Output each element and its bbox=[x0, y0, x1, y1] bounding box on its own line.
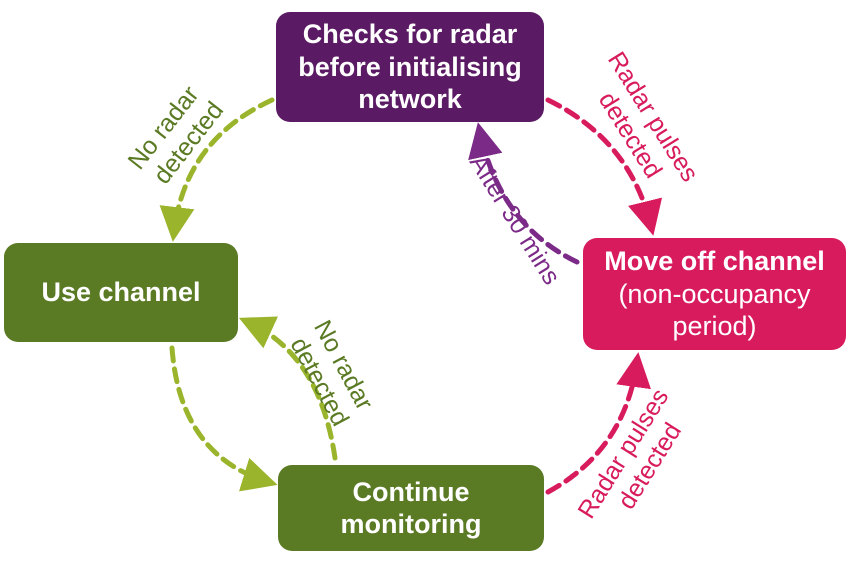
edge-check-to-use bbox=[159, 97, 275, 242]
node-checks-line-1: Checks for radar bbox=[302, 19, 518, 50]
node-move-line-2: period) bbox=[672, 311, 757, 342]
node-use-channel: Use channel bbox=[4, 243, 238, 342]
node-continue-line-2: monitoring bbox=[340, 509, 482, 539]
label-check-to-use: No radar detected bbox=[123, 75, 232, 192]
edge-use-to-continue bbox=[169, 345, 278, 492]
edge-move-to-check bbox=[468, 122, 580, 265]
edge-continue-to-move bbox=[545, 352, 651, 495]
node-checks-line-2: before initialising bbox=[298, 51, 522, 82]
node-continue-line-1: Continue bbox=[352, 476, 470, 507]
node-move-line-1: (non-occupancy bbox=[618, 278, 811, 309]
node-checks-line-3: network bbox=[358, 84, 462, 115]
edge-continue-to-use bbox=[238, 316, 338, 461]
label-continue-to-use: No radar detected bbox=[283, 316, 382, 435]
node-continue-monitoring: Continue monitoring bbox=[278, 465, 544, 551]
node-checks-for-radar: Checks for radar before initialising net… bbox=[276, 12, 544, 122]
edge-check-to-move bbox=[545, 97, 663, 236]
label-move-to-check: After 30 mins bbox=[464, 150, 566, 290]
node-use-label: Use channel bbox=[41, 277, 201, 308]
node-move-title: Move off channel bbox=[604, 246, 825, 277]
label-check-to-move: Radar pulses detected bbox=[577, 47, 707, 208]
node-move-off-channel: Move off channel (non-occupancy period) bbox=[583, 238, 846, 350]
